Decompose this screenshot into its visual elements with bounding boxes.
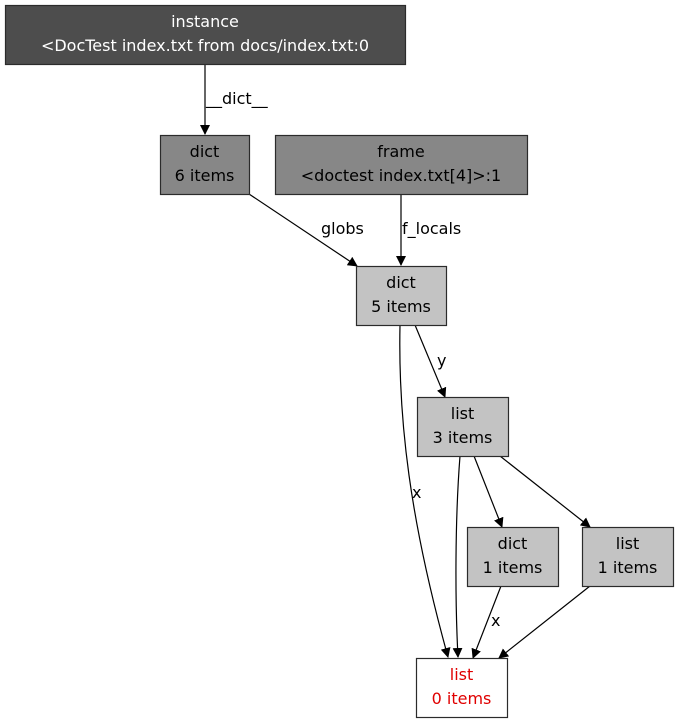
node-summary-frame: <doctest index.txt[4]>:1 <box>301 166 501 185</box>
node-box-frame <box>274 134 529 196</box>
node-box-list1 <box>581 526 675 588</box>
edge-label-dict5-list3: y <box>437 351 446 370</box>
node-summary-dict1: 1 items <box>483 558 543 577</box>
edge-label-frame-dict5: f_locals <box>402 219 461 239</box>
node-summary-list1: 1 items <box>598 558 658 577</box>
node-box-list3 <box>416 396 510 458</box>
node-list3: list 3 items <box>416 396 510 458</box>
node-box-list0 <box>415 657 509 719</box>
edge-list3-dict1 <box>473 455 504 528</box>
edge-label-dict6-dict5: globs <box>321 219 364 238</box>
node-dict6: dict 6 items <box>159 134 251 196</box>
node-summary-dict6: 6 items <box>175 166 235 185</box>
edge-dict5-list3 <box>414 324 447 398</box>
node-type-list0: list <box>450 665 474 684</box>
edge-dict5-list0 <box>399 324 451 658</box>
node-summary-dict5: 5 items <box>371 297 431 316</box>
node-type-dict5: dict <box>386 273 416 292</box>
node-type-dict6: dict <box>190 142 220 161</box>
node-dict5: dict 5 items <box>355 265 448 327</box>
edge-list1-list0 <box>498 585 591 659</box>
node-box-instance <box>4 4 407 66</box>
edge-label-dict1-list0: x <box>491 611 500 630</box>
node-summary-instance: <DocTest index.txt from docs/index.txt:0 <box>41 36 369 55</box>
node-box-dict6 <box>159 134 251 196</box>
node-box-dict1 <box>466 526 560 588</box>
node-type-list1: list <box>616 534 640 553</box>
edge-label-dict5-list0: x <box>412 483 421 502</box>
node-box-dict5 <box>355 265 448 327</box>
node-type-dict1: dict <box>498 534 528 553</box>
node-list1: list 1 items <box>581 526 675 588</box>
node-instance: instance <DocTest index.txt from docs/ind… <box>4 4 407 66</box>
edge-list3-list0 <box>452 455 463 658</box>
node-type-frame: frame <box>377 142 424 161</box>
edge-label-instance-dict6: __dict__ <box>205 89 269 109</box>
node-summary-list3: 3 items <box>433 428 493 447</box>
node-frame: frame <doctest index.txt[4]>:1 <box>274 134 529 196</box>
edge-dict1-list0 <box>471 585 502 659</box>
edge-list3-list1 <box>499 455 591 528</box>
edge-dict6-dict5 <box>248 193 358 267</box>
node-dict1: dict 1 items <box>466 526 560 588</box>
node-summary-list0: 0 items <box>432 689 492 708</box>
node-list0: list 0 items <box>415 657 509 719</box>
node-type-list3: list <box>451 404 475 423</box>
node-type-instance: instance <box>171 12 239 31</box>
